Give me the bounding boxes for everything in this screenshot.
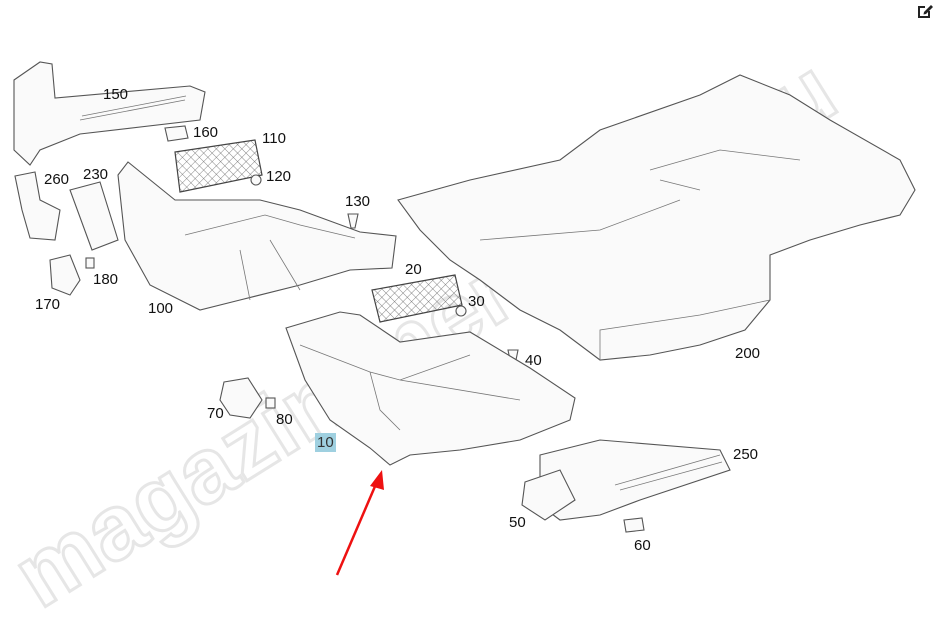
part-20-mesh[interactable] bbox=[371, 274, 463, 323]
callout-250[interactable]: 250 bbox=[733, 446, 759, 463]
callout-20[interactable]: 20 bbox=[405, 261, 422, 278]
edit-icon[interactable] bbox=[916, 2, 934, 20]
part-70-bracket[interactable] bbox=[219, 377, 263, 419]
callout-100[interactable]: 100 bbox=[148, 300, 174, 317]
part-10-carpet[interactable] bbox=[285, 311, 576, 466]
part-30-clip[interactable] bbox=[455, 305, 467, 317]
part-100-carpet[interactable] bbox=[117, 161, 397, 311]
callout-60[interactable]: 60 bbox=[634, 537, 651, 554]
callout-180[interactable]: 180 bbox=[93, 271, 119, 288]
callout-170[interactable]: 170 bbox=[35, 296, 61, 313]
part-150-trim-panel[interactable] bbox=[13, 61, 206, 166]
part-260-bracket[interactable] bbox=[14, 171, 61, 241]
part-160-clip[interactable] bbox=[164, 125, 189, 142]
part-120-clip[interactable] bbox=[250, 174, 262, 186]
part-170-cover[interactable] bbox=[49, 254, 81, 296]
pointer-arrow bbox=[335, 470, 384, 576]
callout-80[interactable]: 80 bbox=[276, 411, 293, 428]
callout-230[interactable]: 230 bbox=[83, 166, 109, 183]
part-180-clip[interactable] bbox=[85, 257, 95, 269]
part-60-clip[interactable] bbox=[623, 517, 645, 533]
callout-200[interactable]: 200 bbox=[735, 345, 761, 362]
callout-120[interactable]: 120 bbox=[266, 168, 292, 185]
callout-70[interactable]: 70 bbox=[207, 405, 224, 422]
callout-40[interactable]: 40 bbox=[525, 352, 542, 369]
callout-150[interactable]: 150 bbox=[103, 86, 129, 103]
callout-30[interactable]: 30 bbox=[468, 293, 485, 310]
part-130-clip[interactable] bbox=[347, 213, 359, 229]
part-50-vent[interactable] bbox=[521, 469, 576, 521]
part-200-carpet[interactable] bbox=[397, 74, 916, 361]
part-110-mesh[interactable] bbox=[174, 139, 263, 193]
callout-260[interactable]: 260 bbox=[44, 171, 70, 188]
part-250-sill-panel[interactable] bbox=[539, 439, 731, 521]
callout-110[interactable]: 110 bbox=[262, 130, 286, 147]
callout-10-selected[interactable]: 10 bbox=[315, 433, 336, 452]
part-230-block[interactable] bbox=[69, 181, 119, 251]
callout-160[interactable]: 160 bbox=[193, 124, 219, 141]
callout-130[interactable]: 130 bbox=[345, 193, 371, 210]
part-80-clip[interactable] bbox=[265, 397, 276, 409]
callout-50[interactable]: 50 bbox=[509, 514, 526, 531]
